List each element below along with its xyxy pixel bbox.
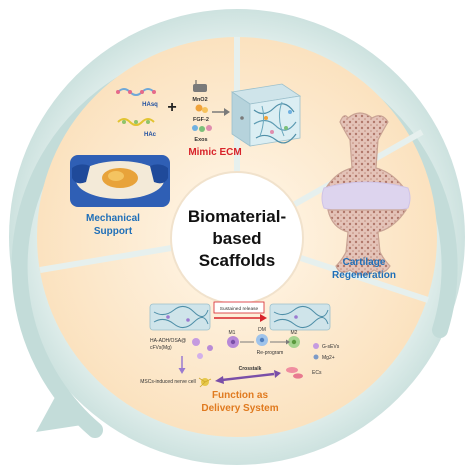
dm-label: DM xyxy=(258,327,266,333)
mimic-ecm-section: HAsq HAc + MnO2 FGF-2 Exos xyxy=(116,80,302,158)
mno2-label: MnO2 xyxy=(192,97,207,103)
plus-sign: + xyxy=(167,99,176,116)
exos-label: Exos xyxy=(194,137,207,143)
gel-label: G-sEVs xyxy=(322,344,340,350)
mg-icon xyxy=(313,354,319,360)
mechanical-support-line1: Mechanical xyxy=(86,213,140,224)
ha-chain-top xyxy=(116,88,156,96)
joint-illustration xyxy=(321,112,411,276)
m1-label: M1 xyxy=(229,330,236,336)
down-arrow-icon xyxy=(178,356,186,374)
m2-label: M2 xyxy=(291,330,298,336)
gel-icon xyxy=(313,343,319,349)
hydrogel-block-right xyxy=(269,303,331,331)
ha-top-label: HAsq xyxy=(142,102,158,108)
m2-macrophage-icon xyxy=(288,336,300,348)
exos-icon xyxy=(192,125,212,132)
nerve-cell-icon xyxy=(198,377,212,388)
hydrogel-block-left xyxy=(149,303,211,331)
ha-bottom-label: HAc xyxy=(144,132,157,138)
sustained-release-label: Sustained release xyxy=(220,306,259,312)
cell-cluster-icon xyxy=(192,338,213,359)
crosstalk-label: Crosstalk xyxy=(239,366,262,372)
ha-chain-bottom xyxy=(117,118,155,126)
delivery-system-line1: Function as xyxy=(212,390,269,401)
dm-cell-icon xyxy=(256,334,268,346)
fgf2-label: FGF-2 xyxy=(193,117,209,123)
delivery-system-line2: Delivery System xyxy=(201,403,278,414)
cartilage-regeneration-section: Cartilage Regeneration xyxy=(321,112,411,281)
m1-macrophage-icon xyxy=(227,336,239,348)
mechanical-support-line2: Support xyxy=(94,226,133,237)
mg-label: Mg2+ xyxy=(322,355,335,361)
arrow-head-icon xyxy=(36,388,82,432)
mscs-label: MSCs-induced nerve cell xyxy=(140,379,196,385)
fgf2-icon xyxy=(195,104,208,113)
ecs-label: ECs xyxy=(312,370,322,376)
ha-adh-label: HA-ADH/OSA@ xyxy=(150,338,186,344)
center-title-line2: based xyxy=(212,229,261,248)
sustained-release-arrow-icon xyxy=(213,301,267,322)
mimic-ecm-label: Mimic ECM xyxy=(188,147,241,158)
hydrogel-network-icon xyxy=(230,83,302,147)
reprogram-label: Re-program xyxy=(257,350,284,356)
delivery-system-section: Sustained release HA-ADH/OSA@ cFVs(Mg) M… xyxy=(140,301,340,414)
crosstalk-arrow-icon xyxy=(215,370,281,384)
center-title-line3: Scaffolds xyxy=(199,251,276,270)
mechanical-support-section: Mechanical Support xyxy=(70,155,170,237)
cartilage-regeneration-line1: Cartilage xyxy=(343,257,386,268)
mno2-icon xyxy=(193,80,207,92)
center-title-line1: Biomaterial- xyxy=(188,207,286,226)
ecs-cell-icon xyxy=(286,367,303,379)
scaffold-photo xyxy=(70,155,170,207)
cartilage-regeneration-line2: Regeneration xyxy=(332,270,396,281)
ecm-arrow-icon xyxy=(212,108,230,116)
nps-label: cFVs(Mg) xyxy=(150,345,172,351)
